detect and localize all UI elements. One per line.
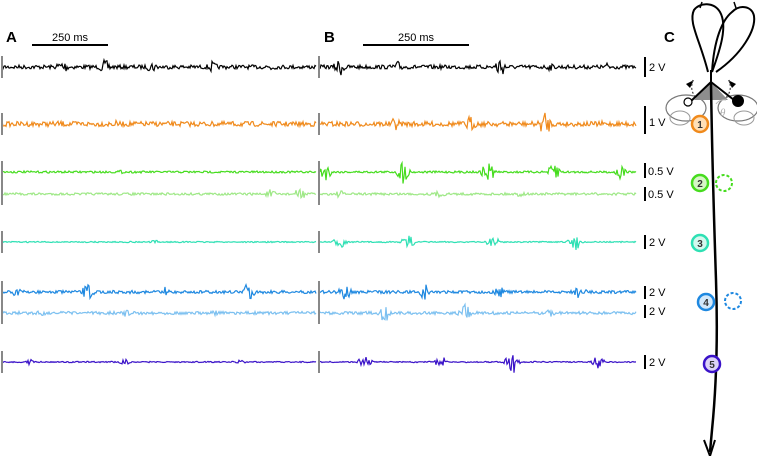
timescale-label-b: 250 ms (398, 32, 435, 44)
timescale-label-a: 250 ms (52, 32, 89, 44)
svg-text:4: 4 (703, 298, 709, 309)
trace-b-ch5a (319, 284, 637, 300)
scale-label-ch4: 2 V (649, 237, 666, 249)
trace-b-ch5b (319, 302, 637, 321)
wing-left (665, 94, 707, 122)
trace-a-ch4 (1, 239, 317, 245)
trace-b-ch4 (319, 235, 637, 250)
scale-label-ch2: 1 V (649, 117, 666, 129)
scale-label-ch5a: 2 V (649, 287, 666, 299)
arrow-left-icon (686, 80, 694, 88)
traces (1, 56, 637, 373)
trace-b-ch2 (319, 112, 637, 132)
angle-label: θ (720, 107, 726, 119)
svg-text:2: 2 (697, 179, 703, 190)
svg-text:3: 3 (697, 239, 703, 250)
site-1: 1 (690, 114, 710, 134)
panel-label-a: A (6, 29, 17, 46)
trace-a-ch5a (1, 283, 317, 301)
scale-label-ch6: 2 V (649, 357, 666, 369)
antenna-left (691, 3, 725, 73)
scale-label-ch1: 2 V (649, 62, 666, 74)
svg-text:5: 5 (709, 360, 715, 371)
trace-a-ch3a (1, 169, 317, 175)
timescale-b: 250 ms (363, 32, 469, 46)
site-3: 3 (690, 233, 710, 253)
site-5: 5 (702, 354, 722, 374)
trace-b-ch1 (319, 59, 637, 76)
antenna-right (711, 6, 756, 73)
trace-a-ch5b (1, 309, 317, 318)
trace-b-ch6 (319, 355, 637, 373)
trace-a-ch3b (1, 187, 316, 200)
voltage-scales: 2 V 1 V 0.5 V 0.5 V 2 V 2 V 2 V 2 V (644, 57, 674, 369)
body-line (708, 83, 719, 453)
animal-diagram: θ 1 2 3 4 5 (665, 1, 757, 456)
site-4-dashed (724, 292, 742, 310)
site-2: 2 (690, 173, 733, 193)
trace-a-ch2 (1, 118, 317, 129)
ball-marker (732, 95, 744, 107)
scale-label-ch5b: 2 V (649, 306, 666, 318)
trace-b-ch3b (319, 189, 637, 199)
panel-label-b: B (324, 29, 335, 46)
scale-label-ch3a: 0.5 V (648, 166, 674, 178)
scale-label-ch3b: 0.5 V (648, 189, 674, 201)
timescale-a: 250 ms (32, 32, 108, 46)
site-4: 4 (696, 292, 742, 312)
svg-text:1: 1 (697, 120, 703, 131)
arrow-right-icon (728, 80, 736, 88)
trace-a-ch1 (1, 57, 317, 74)
site-2-dashed (715, 174, 733, 192)
panel-label-c: C (664, 29, 675, 46)
trace-a-ch6 (1, 358, 317, 367)
trace-b-ch3a (319, 160, 637, 184)
